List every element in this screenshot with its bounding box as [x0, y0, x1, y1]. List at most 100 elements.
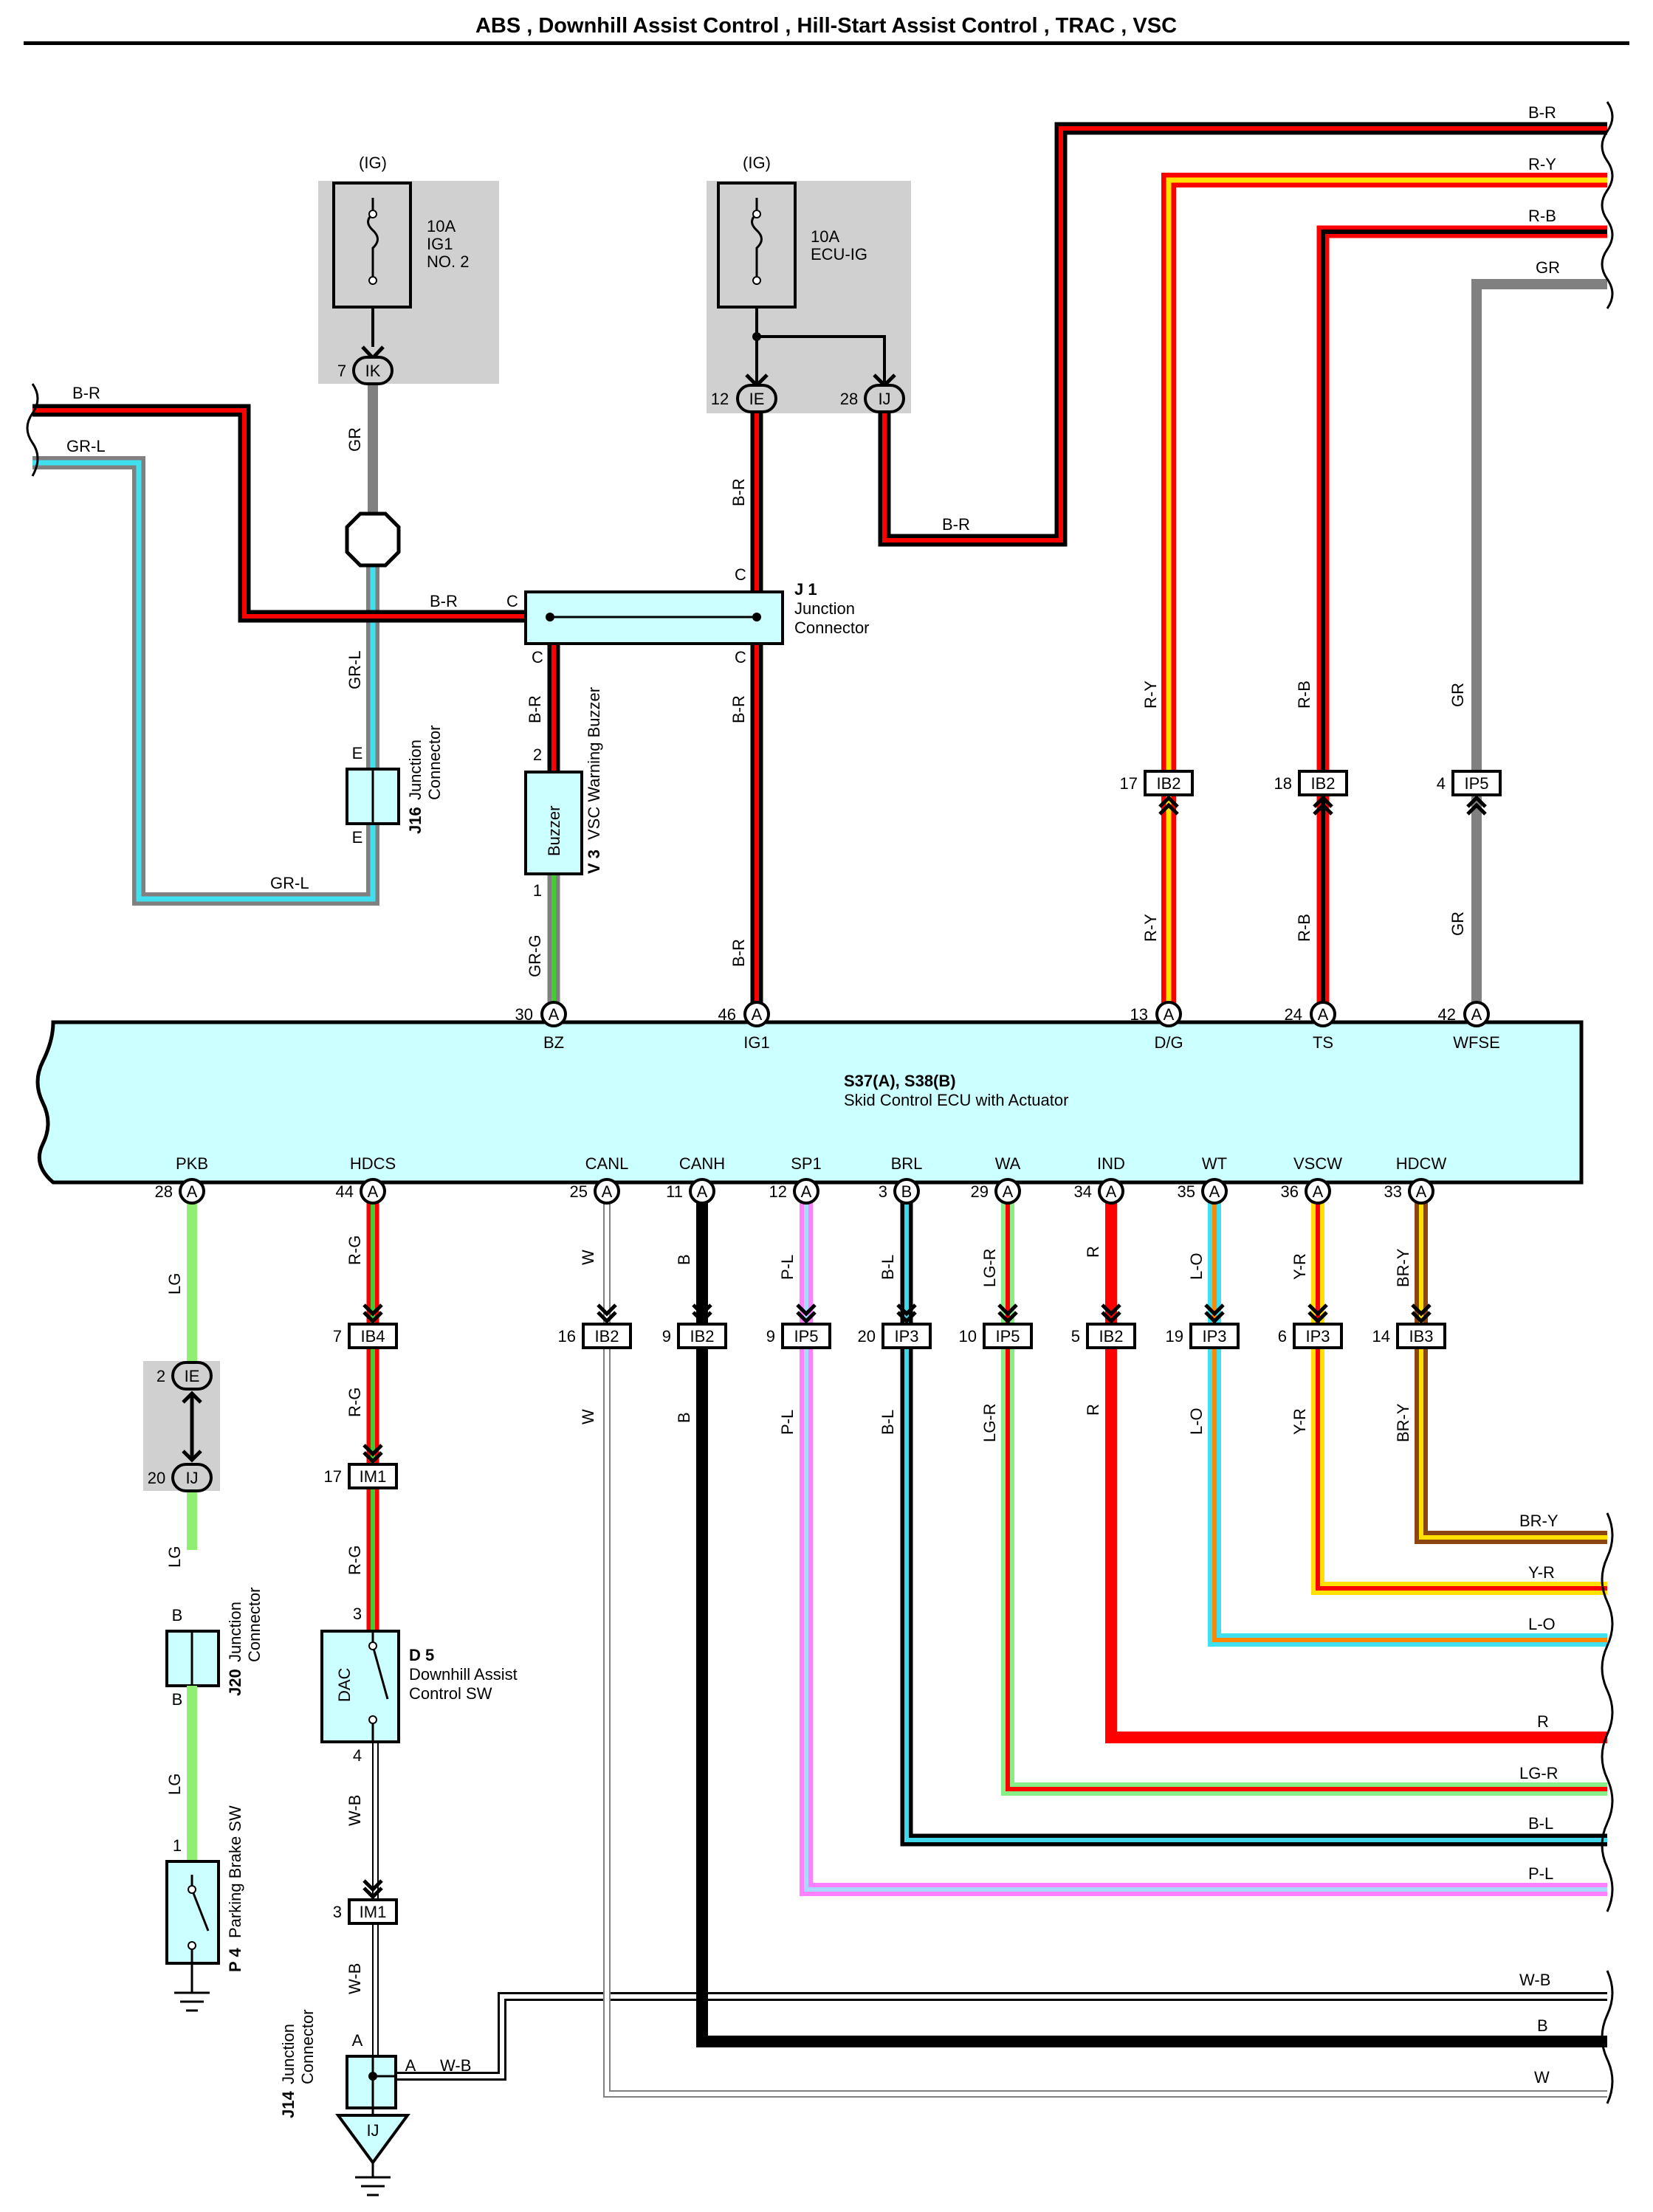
svg-text:C: C — [735, 565, 746, 584]
wire-fuse-ecuig-splice — [752, 332, 761, 341]
inline-connector-pin: 7 — [333, 1327, 342, 1346]
ecu-pin-signal: WFSE — [1453, 1033, 1500, 1052]
ecu-pin-signal: HDCW — [1396, 1154, 1447, 1173]
ecu-pin-conn: A — [752, 1005, 763, 1024]
svg-text:B: B — [172, 1606, 183, 1624]
svg-text:Parking Brake SW: Parking Brake SW — [226, 1805, 244, 1938]
ecu-pin-conn: B — [901, 1182, 913, 1201]
wire-label-pl-2: P-L — [778, 1410, 797, 1435]
wire-lgr-wa — [1001, 1197, 1607, 1796]
svg-text:4: 4 — [353, 1746, 362, 1765]
break-right-bottom2 — [1601, 1970, 1614, 2104]
wire-label-bl-right: B-L — [1528, 1814, 1553, 1833]
svg-text:P 4: P 4 — [226, 1948, 244, 1972]
svg-text:C: C — [735, 648, 746, 666]
inline-connector-id: IP3 — [1305, 1327, 1330, 1346]
wire-fuse-ecuig-down — [755, 307, 886, 385]
ecu-pin-signal: IG1 — [743, 1033, 769, 1052]
inline-connector-id: IP5 — [794, 1327, 818, 1346]
wire-label-wb-2: W-B — [346, 1963, 364, 1994]
wire-label-br-j1: B-R — [430, 592, 458, 610]
ecu-pin-number: 46 — [718, 1005, 736, 1024]
inline-connector-pin: 20 — [858, 1327, 876, 1346]
svg-text:B: B — [172, 1690, 183, 1709]
ecu-pin-number: 28 — [155, 1182, 173, 1201]
svg-text:D 5: D 5 — [409, 1646, 434, 1664]
wire-label-gr-ik: GR — [346, 427, 364, 452]
wire-ry-dg — [1161, 173, 1607, 1022]
svg-text:J14: J14 — [279, 2091, 298, 2118]
ecu-pin-conn: A — [1416, 1182, 1427, 1201]
wire-label-bl-1: B-L — [879, 1255, 897, 1280]
inline-connector-id: IB4 — [360, 1327, 385, 1346]
wire-label-w-1: W — [579, 1250, 597, 1265]
wire-label-grl-bottom: GR-L — [270, 874, 309, 892]
ecu-pin-conn: A — [187, 1182, 198, 1201]
svg-text:C: C — [532, 648, 543, 666]
inline-connector-id: IP5 — [995, 1327, 1020, 1346]
wire-label-lo-2: L-O — [1187, 1408, 1206, 1435]
svg-text:Junction: Junction — [226, 1602, 244, 1662]
fuse-ig1-name2: NO. 2 — [427, 252, 469, 271]
break-right-top — [1601, 101, 1614, 309]
fuse-ecuig-source: (IG) — [743, 154, 771, 172]
svg-text:Connector: Connector — [794, 619, 870, 637]
fuse-ig1-source: (IG) — [359, 154, 387, 172]
inline-connector-id: IP3 — [1202, 1327, 1226, 1346]
wire-label-gr-upper: GR — [1448, 683, 1467, 707]
wire-label-br-ie: B-R — [729, 478, 748, 506]
wire-bry-hdcw — [1415, 1197, 1607, 1544]
wire-label-ry-upper: R-Y — [1141, 681, 1160, 709]
svg-text:J20: J20 — [226, 1669, 244, 1696]
component-downhill-assist-sw: DAC 3 4 D 5 Downhill Assist Control SW — [320, 1605, 518, 1765]
fuse-box-ig1 — [318, 181, 499, 384]
inline-connector-pin: 14 — [1372, 1327, 1390, 1346]
ecu-pin-signal: CANH — [679, 1154, 725, 1173]
wire-label-wb-1: W-B — [346, 1795, 364, 1826]
ecu-pin-number: 24 — [1285, 1005, 1302, 1024]
wire-label-r-2: R — [1084, 1404, 1102, 1416]
wire-label-lgr-2: LG-R — [980, 1403, 999, 1442]
ecu-pin-signal: BRL — [891, 1154, 923, 1173]
ecu-pin-conn: A — [1313, 1182, 1324, 1201]
ecu-pin-signal: D/G — [1154, 1033, 1183, 1052]
svg-text:7: 7 — [337, 362, 346, 380]
svg-text:A: A — [405, 2056, 416, 2075]
inline-connector-id: IM1 — [360, 1467, 387, 1486]
ecu-pin-signal: PKB — [176, 1154, 208, 1173]
junction-j1: C C C C J 1 Junction Connector — [506, 565, 869, 666]
connector-ie-left: IE 2 — [157, 1361, 213, 1391]
wire-label-rb-upper: R-B — [1295, 681, 1313, 709]
svg-text:Downhill Assist: Downhill Assist — [409, 1665, 518, 1684]
svg-text:12: 12 — [711, 390, 729, 408]
wire-label-grg: GR-G — [526, 935, 544, 977]
svg-text:VSC Warning Buzzer: VSC Warning Buzzer — [585, 687, 603, 840]
wire-label-gr-top: GR — [1536, 258, 1560, 277]
svg-text:Buzzer: Buzzer — [545, 806, 563, 856]
inline-connector-pin: 5 — [1071, 1327, 1080, 1346]
ecu-pin-conn: A — [801, 1182, 812, 1201]
junction-j14: A A J14 Junction Connector — [279, 2009, 416, 2118]
wire-label-lo-1: L-O — [1187, 1253, 1206, 1280]
svg-text:3: 3 — [353, 1605, 362, 1623]
wire-label-ry-top: R-Y — [1528, 155, 1556, 173]
ecu-pin-number: 30 — [515, 1005, 533, 1024]
wire-label-br-ij: B-R — [942, 515, 970, 534]
ecu-pin-number: 13 — [1130, 1005, 1148, 1024]
inline-connector-pin: 16 — [558, 1327, 576, 1346]
connector-ie-top: IE 12 — [711, 373, 777, 413]
ecu-pin-signal: SP1 — [791, 1154, 822, 1173]
connector-ij-left: IJ 20 — [148, 1463, 213, 1492]
wire-b-canh — [696, 1197, 1607, 2047]
ecu-bottom-pins: PKBA28HDCSA44CANLA25CANHA11SP1A12BRLB3WA… — [155, 1154, 1447, 1205]
wire-w-canl — [603, 1197, 1607, 2098]
wire-label-wb-j14: W-B — [440, 2056, 471, 2075]
